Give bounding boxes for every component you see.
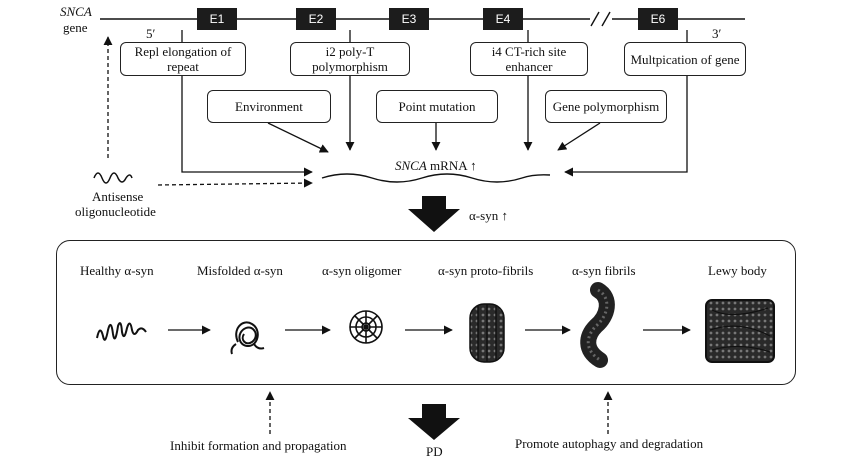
exon-e6: E6 bbox=[638, 8, 678, 30]
mrna-gene: SNCA bbox=[395, 158, 427, 173]
inhibit-label: Inhibit formation and propagation bbox=[170, 438, 347, 453]
exon-e4: E4 bbox=[483, 8, 523, 30]
antisense-line2: oligonucleotide bbox=[75, 204, 156, 219]
gene-suffix: gene bbox=[63, 20, 88, 35]
three-prime-label: 3′ bbox=[712, 26, 722, 41]
stage-healthy: Healthy α-syn bbox=[80, 263, 154, 278]
exon-e3: E3 bbox=[389, 8, 429, 30]
polyt-box: i2 poly-T polymorphism bbox=[290, 42, 410, 76]
protofibril-glyph bbox=[469, 303, 505, 363]
intervention-arrows bbox=[265, 391, 613, 434]
gene-connectors bbox=[181, 30, 688, 42]
healthy-syn-glyph bbox=[96, 322, 147, 341]
block-arrow-bottom bbox=[408, 404, 460, 440]
five-prime-label: 5′ bbox=[146, 26, 156, 41]
antisense-line1: Antisense bbox=[92, 189, 144, 204]
stage-misfolded: Misfolded α-syn bbox=[197, 263, 283, 278]
aggregation-panel bbox=[56, 240, 796, 385]
stage-protofibrils: α-syn proto-fibrils bbox=[438, 263, 534, 278]
protein-label: α-syn ↑ bbox=[469, 208, 508, 223]
gene-name: SNCA bbox=[60, 4, 92, 19]
oligomer-glyph bbox=[349, 310, 383, 344]
gene-polymorphism-box: Gene polymorphism bbox=[545, 90, 667, 123]
promote-label: Promote autophagy and degradation bbox=[515, 436, 704, 451]
mrna-wave bbox=[321, 173, 551, 183]
block-arrow-top bbox=[408, 196, 460, 232]
stage-oligomer: α-syn oligomer bbox=[322, 263, 402, 278]
pd-label: PD bbox=[426, 444, 443, 459]
ctrich-box: i4 CT-rich site enhancer bbox=[470, 42, 588, 76]
fibril-glyph bbox=[580, 282, 615, 368]
mrna-text: mRNA ↑ bbox=[430, 158, 477, 173]
stage-lewy-body: Lewy body bbox=[708, 263, 767, 278]
mrna-arrows bbox=[181, 76, 688, 177]
lewy-body-glyph bbox=[705, 299, 775, 363]
mrna-label: SNCA mRNA ↑ bbox=[395, 158, 477, 173]
environment-box: Environment bbox=[207, 90, 331, 123]
antisense-arrows bbox=[103, 36, 313, 188]
exon-e1: E1 bbox=[197, 8, 237, 30]
misfolded-syn-glyph bbox=[230, 321, 265, 355]
multiplication-box: Multpication of gene bbox=[624, 42, 746, 76]
exon-e2: E2 bbox=[296, 8, 336, 30]
antisense-squiggle bbox=[93, 172, 133, 184]
point-mutation-box: Point mutation bbox=[376, 90, 498, 123]
repl-elongation-box: Repl elongation of repeat bbox=[120, 42, 246, 76]
stage-fibrils: α-syn fibrils bbox=[572, 263, 636, 278]
